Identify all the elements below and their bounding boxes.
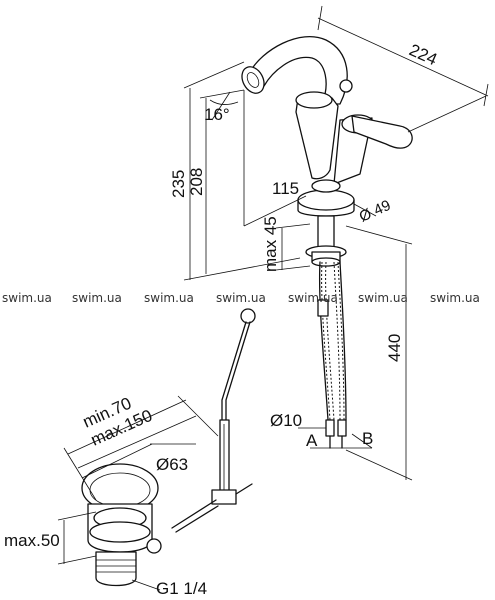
dim-diam-10: Ø10 [270,411,302,430]
dim-208: 208 [187,168,206,196]
watermark-text: swim.ua [144,291,194,305]
watermark-text: swim.ua [288,291,338,305]
dim-max-45: max 45 [261,216,280,272]
watermark-text: swim.ua [358,291,408,305]
inlet-label-a: A [306,431,318,450]
watermark-text: swim.ua [430,291,480,305]
dim-115: 115 [272,179,299,198]
dim-max-50: max.50 [4,531,60,550]
dim-224: 224 [406,40,440,69]
watermark-text: swim.ua [72,291,122,305]
thread-label: G1 1/4 [156,579,207,598]
mixer-dimension-lines [183,5,489,481]
watermark-text: swim.ua [2,291,52,305]
dim-angle-16: 16° [204,105,230,124]
dim-235: 235 [169,170,188,198]
watermark-text: swim.ua [216,291,266,305]
dim-diam-63: Ø63 [156,455,188,474]
inlet-label-b: B [362,429,373,448]
waste-dimension-lines [57,395,219,591]
watermark-row: swim.ua swim.ua swim.ua swim.ua swim.ua … [2,291,480,305]
popup-waste [81,308,256,587]
dim-diam-49: Ø 49 [357,197,394,226]
dim-440: 440 [385,334,404,362]
mixer-body [241,35,413,449]
